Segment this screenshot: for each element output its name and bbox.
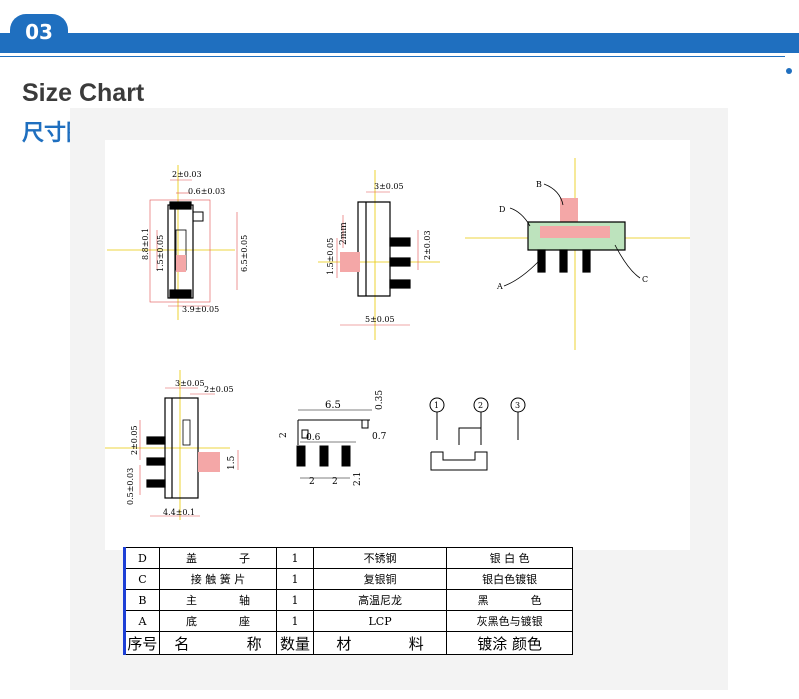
view6-schematic (429, 397, 526, 471)
bom-cell-no: B (123, 589, 160, 611)
view3-label-d: D (499, 205, 505, 214)
bom-cell-no: C (123, 568, 160, 590)
bom-row-d: D 盖 子 1 不锈钢 银 白 色 (123, 547, 573, 569)
view2-dim-stroke: 2mm (339, 222, 349, 245)
bom-cell-finish: 银白色镀银 (446, 568, 573, 590)
view3-label-c: C (642, 275, 648, 284)
bom-header-name: 名 称 (158, 631, 278, 655)
view6-pin-1: 1 (434, 401, 439, 410)
bom-cell-finish: 银 白 色 (446, 547, 573, 569)
bom-header-row: 序号 名 称 数量 材 料 镀涂 颜色 (123, 631, 573, 655)
view4-dim-top-2: 2±0.05 (204, 385, 234, 394)
bom-cell-qty: 1 (276, 568, 314, 590)
header-dot (786, 68, 792, 74)
header-bar (0, 33, 799, 53)
view1-dim-bottom: 3.9±0.05 (182, 305, 219, 314)
bom-header-material: 材 料 (312, 631, 448, 655)
bom-row-c: C 接 触 簧 片 1 复银铜 银白色镀银 (123, 568, 573, 590)
view1-dim-height: 8.8±0.1 (141, 228, 150, 260)
view5-dim-pin-offset: 0.6 (306, 433, 321, 443)
view5-dim-pitch-2: 2 (332, 477, 338, 487)
view6-pin-3: 3 (515, 401, 520, 410)
view3-section-view (527, 198, 626, 273)
view5-dim-total: 6.5 (325, 400, 341, 411)
view3-label-a: A (496, 282, 503, 291)
view2-dim-right: 2±0.03 (423, 230, 432, 260)
bom-cell-no: A (123, 610, 160, 632)
view5-dim-pin-width: 0.7 (372, 432, 387, 442)
drawing-sheet (105, 140, 690, 550)
view4-dim-left-2: 0.5±0.03 (126, 468, 135, 505)
bom-cell-material: 高温尼龙 (312, 589, 448, 611)
bom-cell-no: D (123, 547, 160, 569)
bom-cell-name: 主 轴 (158, 589, 278, 611)
bom-cell-qty: 1 (276, 547, 314, 569)
view1-dim-top-1: 2±0.03 (172, 170, 202, 179)
page-title: Size Chart (22, 79, 145, 107)
view2-dim-bottom: 5±0.05 (365, 315, 395, 324)
bom-table: D 盖 子 1 不锈钢 银 白 色 C 接 触 簧 片 1 复银铜 银白色镀银 … (123, 547, 573, 655)
view6-pin-2: 2 (478, 401, 483, 410)
bom-row-b: B 主 轴 1 高温尼龙 黑 色 (123, 589, 573, 611)
view1-dim-inner: 1.5±0.05 (156, 235, 165, 272)
bom-header-no: 序号 (123, 631, 160, 655)
view5-dim-pitch-1: 2 (309, 477, 315, 487)
view2-dim-left: 1.5±0.05 (326, 238, 335, 275)
bom-cell-qty: 1 (276, 589, 314, 611)
view5-dim-pin-height: 2.1 (353, 472, 363, 486)
view1-dim-top-2: 0.6±0.03 (188, 187, 225, 196)
view2-front-view (357, 201, 411, 297)
bom-cell-name: 接 触 簧 片 (158, 568, 278, 590)
view5-dim-slot: 0.35 (375, 390, 385, 410)
bom-cell-material: 不锈钢 (312, 547, 448, 569)
bom-cell-qty: 1 (276, 610, 314, 632)
view5-footprint (296, 419, 370, 467)
bom-cell-name: 盖 子 (158, 547, 278, 569)
bom-cell-material: 复银铜 (312, 568, 448, 590)
bom-row-a: A 底 座 1 LCP 灰黑色与镀银 (123, 610, 573, 632)
view1-dim-right: 6.5±0.05 (240, 235, 249, 272)
view4-side-view (146, 397, 199, 499)
bom-cell-finish: 黑 色 (446, 589, 573, 611)
view4-dim-top-1: 3±0.05 (175, 379, 205, 388)
view4-dim-right: 1.5 (227, 455, 237, 470)
bom-header-finish: 镀涂 颜色 (446, 631, 573, 655)
bom-header-qty: 数量 (276, 631, 314, 655)
view2-dim-top: 3±0.05 (374, 182, 404, 191)
view5-dim-side: 2 (279, 432, 289, 438)
view4-dim-left-1: 2±0.05 (130, 425, 139, 455)
view3-label-b: B (536, 180, 542, 189)
view4-dim-bottom: 4.4±0.1 (163, 508, 195, 517)
section-number-badge: 03 (10, 14, 68, 50)
bom-cell-finish: 灰黑色与镀银 (446, 610, 573, 632)
bom-cell-material: LCP (312, 610, 448, 632)
bom-cell-name: 底 座 (158, 610, 278, 632)
header-rule (0, 56, 785, 57)
